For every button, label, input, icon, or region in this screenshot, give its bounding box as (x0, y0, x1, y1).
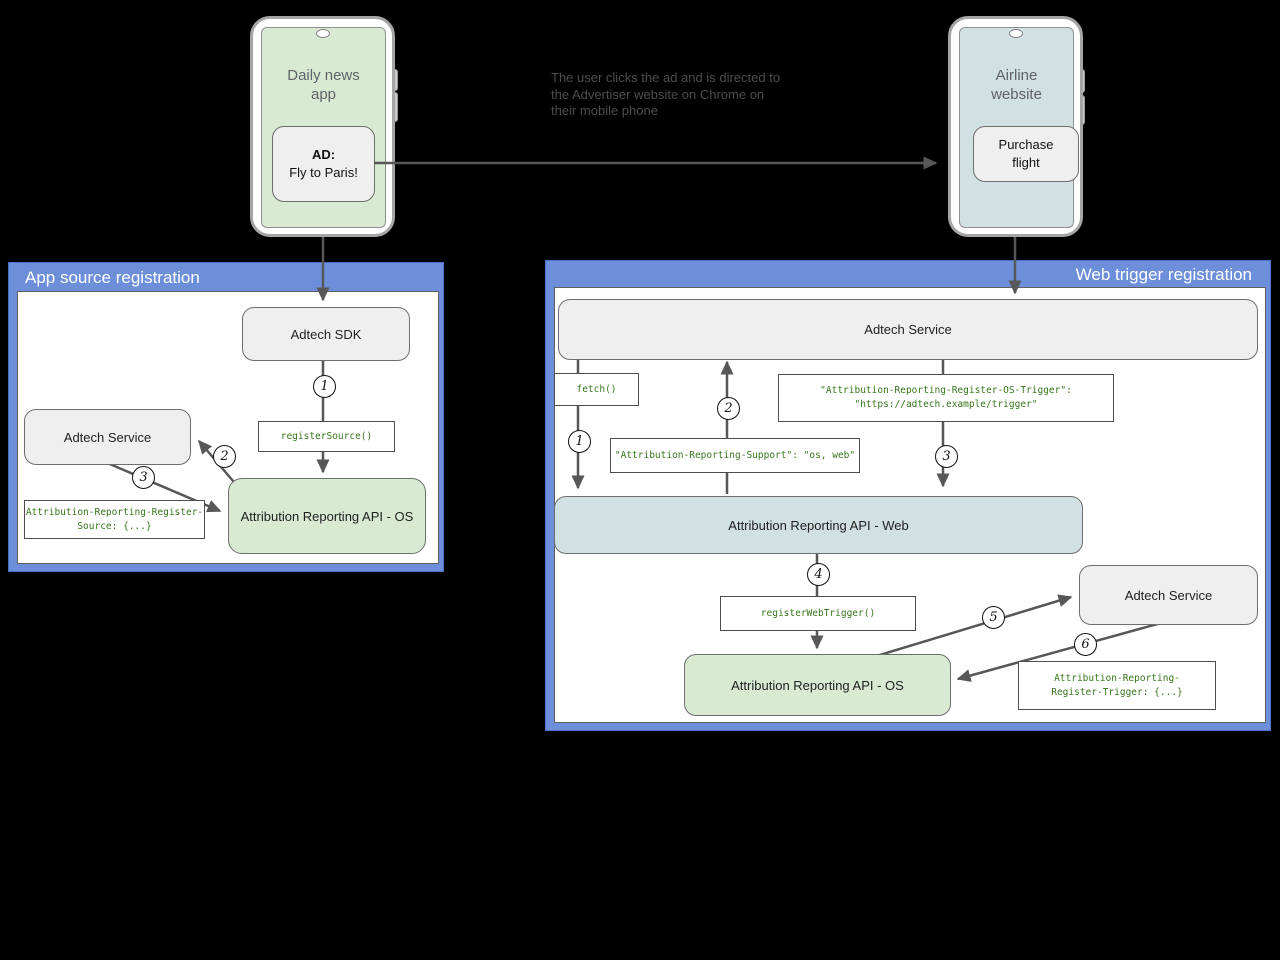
node-register-source-call: registerSource() (258, 421, 395, 452)
airline-screen: Airline website Purchase flight (959, 27, 1079, 228)
daily-news-screen: Daily news app AD: Fly to Paris! (261, 27, 386, 228)
node-adtech-sdk: Adtech SDK (242, 307, 410, 361)
web-step-3-marker: 3 (935, 445, 958, 468)
web-step-6-marker: 6 (1074, 633, 1097, 656)
daily-news-app-title: Daily news app (287, 67, 360, 103)
node-attribution-api-web: Attribution Reporting API - Web (554, 496, 1083, 554)
node-adtech-service: Adtech Service (24, 409, 191, 465)
step-3-marker: 3 (132, 466, 155, 489)
node-attribution-api-os-web: Attribution Reporting API - OS (684, 654, 951, 716)
app-source-panel-title: App source registration (25, 268, 200, 287)
airline-phone: Airline website Purchase flight (948, 16, 1083, 237)
ad-card-label: AD: (311, 147, 336, 162)
node-register-source-header: Attribution-Reporting-Register- Source: … (24, 500, 205, 539)
web-trigger-panel-title: Web trigger registration (1075, 265, 1252, 284)
user-click-annotation: The user clicks the ad and is directed t… (551, 70, 781, 118)
web-step-1-marker: 1 (568, 430, 591, 453)
daily-news-phone: Daily news app AD: Fly to Paris! (250, 16, 395, 237)
step-2-marker: 2 (213, 445, 236, 468)
node-register-trigger-header: Attribution-Reporting- Register-Trigger:… (1018, 661, 1216, 710)
web-step-5-marker: 5 (982, 606, 1005, 629)
node-attribution-api-os: Attribution Reporting API - OS (228, 478, 426, 554)
left-phone-camera-icon (315, 29, 330, 38)
right-phone-camera-icon (1008, 29, 1023, 38)
node-adtech-service-top: Adtech Service (558, 299, 1258, 360)
app-source-registration-panel: App source registration Adtech SDK regis… (8, 262, 444, 572)
node-fetch-call: fetch() (554, 373, 639, 406)
node-support-header: "Attribution-Reporting-Support": "os, we… (610, 438, 860, 473)
ad-card[interactable]: AD: Fly to Paris! (272, 126, 375, 202)
airline-website-title: Airline website (991, 67, 1042, 103)
ad-card-text: Fly to Paris! (289, 165, 358, 180)
web-step-4-marker: 4 (807, 563, 830, 586)
node-os-trigger-header: "Attribution-Reporting-Register-OS-Trigg… (778, 374, 1114, 422)
web-trigger-registration-panel: Web trigger registration Adtech Service … (545, 260, 1271, 731)
node-adtech-service-right: Adtech Service (1079, 565, 1258, 625)
node-register-web-trigger-call: registerWebTrigger() (720, 596, 916, 631)
purchase-flight-button[interactable]: Purchase flight (973, 126, 1079, 182)
step-1-marker: 1 (313, 375, 336, 398)
web-step-2-marker: 2 (717, 397, 740, 420)
